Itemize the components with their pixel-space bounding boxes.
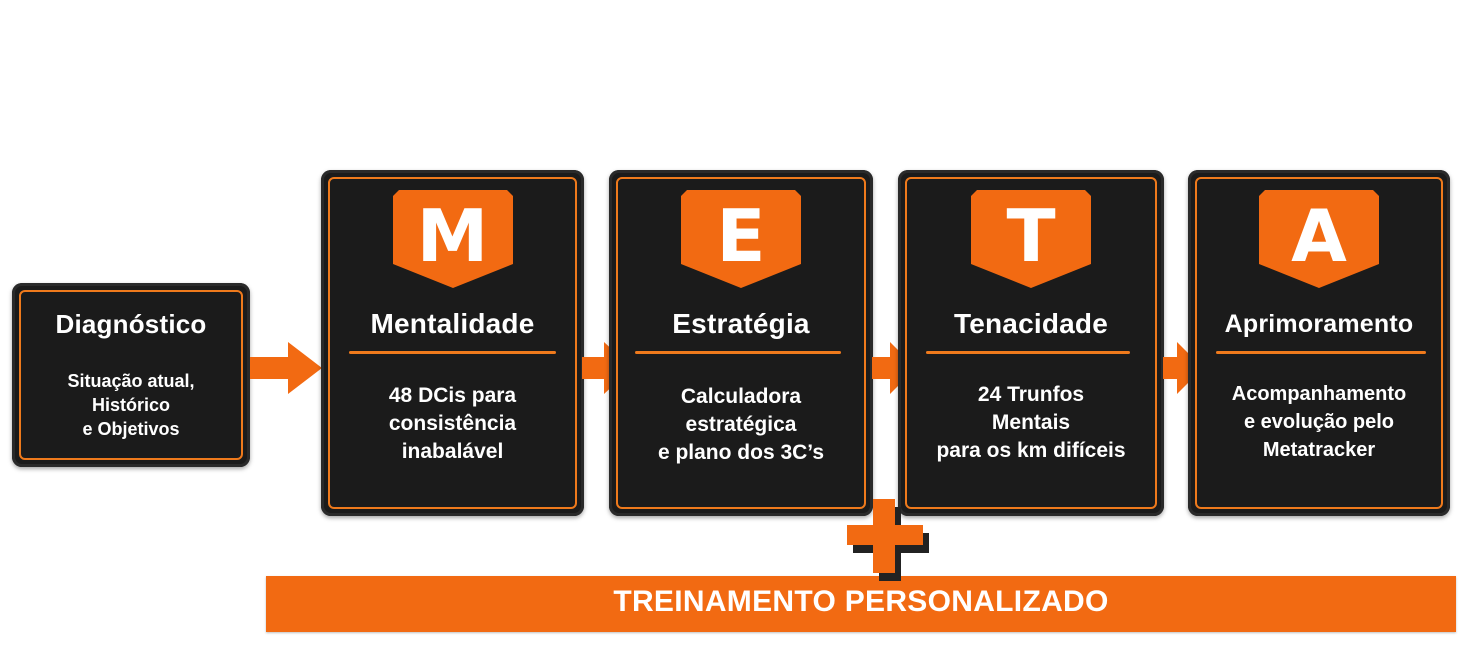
description-line: para os km difíceis — [936, 439, 1126, 462]
step-title: Tenacidade — [954, 308, 1108, 339]
plus-icon — [847, 493, 931, 583]
title-divider — [926, 351, 1130, 354]
diagnostic-line: Situação atual, — [67, 371, 195, 391]
diagnostic-line: e Objetivos — [82, 419, 180, 439]
badge-letter: E — [716, 194, 766, 278]
diagnostic-card: Diagnóstico Situação atual, Histórico e … — [12, 283, 250, 467]
training-label: TREINAMENTO PERSONALIZADO — [613, 585, 1109, 618]
description-line: inabalável — [401, 440, 504, 463]
description-line: estratégica — [685, 413, 797, 436]
badge-letter: M — [416, 194, 489, 278]
letter-badge: M — [392, 190, 513, 288]
arrow-right-icon — [250, 340, 324, 396]
badge-letter: T — [1006, 194, 1056, 278]
description-line: Mentais — [991, 411, 1071, 434]
letter-badge: A — [1259, 190, 1379, 288]
step-description: Calculadora estratégica e plano dos 3C’s — [609, 383, 873, 467]
title-divider — [349, 351, 556, 354]
letter-badge: E — [681, 190, 801, 288]
description-line: Calculadora — [680, 385, 802, 408]
step-title: Aprimoramento — [1224, 310, 1414, 338]
diagnostic-line: Histórico — [91, 395, 170, 415]
step-description: Acompanhamento e evolução pelo Metatrack… — [1188, 380, 1450, 464]
step-card-mentalidade: M Mentalidade 48 DCis para consistência … — [321, 170, 584, 516]
description-line: 24 Trunfos — [977, 383, 1085, 406]
diagnostic-title: Diagnóstico — [55, 309, 207, 339]
step-card-aprimoramento: A Aprimoramento Acompanhamento e evoluçã… — [1188, 170, 1450, 516]
description-line: Acompanhamento — [1231, 383, 1407, 405]
diagnostic-description: Situação atual, Histórico e Objetivos — [12, 369, 250, 441]
arrow-right-icon — [582, 340, 656, 396]
step-description: 24 Trunfos Mentais para os km difíceis — [898, 381, 1164, 465]
step-description: 48 DCis para consistência inabalável — [321, 382, 584, 466]
step-title: Estratégia — [672, 308, 810, 339]
step-card-estrategia: E Estratégia Calculadora estratégica e p… — [609, 170, 873, 516]
title-divider — [1216, 351, 1426, 354]
description-line: consistência — [388, 412, 517, 435]
description-line: e plano dos 3C’s — [657, 441, 825, 464]
description-line: Metatracker — [1262, 439, 1376, 461]
step-title: Mentalidade — [370, 308, 535, 339]
title-divider — [635, 351, 841, 354]
step-card-tenacidade: T Tenacidade 24 Trunfos Mentais para os … — [898, 170, 1164, 516]
training-bar: TREINAMENTO PERSONALIZADO — [266, 576, 1456, 632]
letter-badge: T — [971, 190, 1091, 288]
arrow-right-icon — [1163, 340, 1237, 396]
arrow-right-icon — [872, 340, 946, 396]
description-line: e evolução pelo — [1243, 411, 1395, 433]
badge-letter: A — [1291, 194, 1347, 278]
description-line: 48 DCis para — [388, 384, 517, 407]
